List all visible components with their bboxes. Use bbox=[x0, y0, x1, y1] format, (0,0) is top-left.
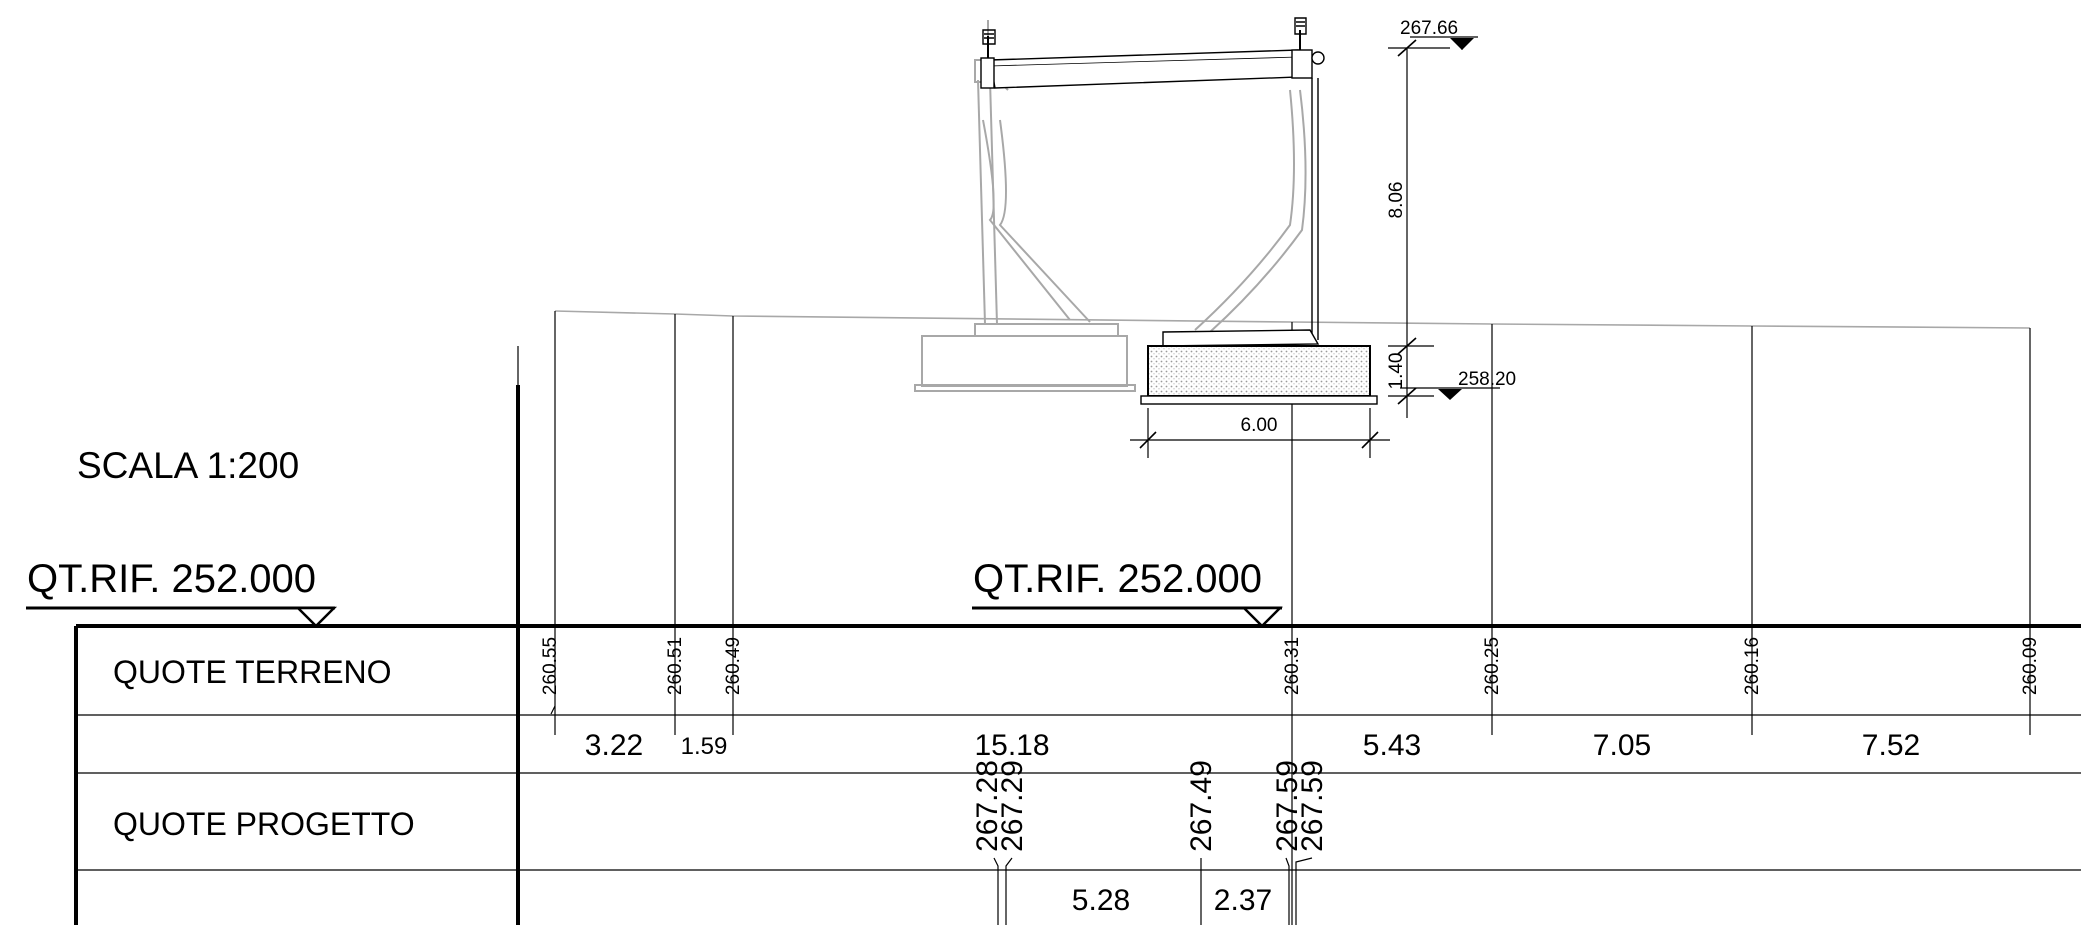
terrain-elevation: 260.16 bbox=[1742, 637, 1763, 695]
top-elevation-label: 267.66 bbox=[1400, 18, 1458, 39]
terrain-elevation: 260.51 bbox=[665, 637, 686, 695]
terrain-distance: 7.05 bbox=[1593, 729, 1651, 762]
terrain-distances: 3.22 1.59 15.18 5.43 7.05 7.52 bbox=[585, 729, 1920, 762]
base-elevation-marker: 258.20 bbox=[1400, 369, 1516, 400]
foundation-width-label: 6.00 bbox=[1241, 415, 1278, 436]
terrain-distance: 5.43 bbox=[1363, 729, 1421, 762]
terrain-distance: 7.52 bbox=[1862, 729, 1920, 762]
terrain-elevation: 260.49 bbox=[723, 637, 744, 695]
gantry-structure-background bbox=[914, 20, 1136, 392]
project-distance: 2.37 bbox=[1214, 884, 1272, 917]
terrain-distance: 3.22 bbox=[585, 729, 643, 762]
project-ticks bbox=[993, 857, 1313, 925]
project-elevation: 267.59 bbox=[1271, 760, 1304, 852]
row-label-progetto: QUOTE PROGETTO bbox=[113, 806, 415, 842]
row-label-terreno: QUOTE TERRENO bbox=[113, 654, 392, 690]
base-elevation-label: 258.20 bbox=[1458, 369, 1516, 390]
terrain-elevation: 260.09 bbox=[2020, 637, 2041, 695]
terrain-distance: 15.18 bbox=[974, 729, 1049, 762]
profile-table bbox=[74, 624, 2081, 925]
foundation-depth-label: 1.40 bbox=[1386, 353, 1407, 390]
foundation-block bbox=[1147, 345, 1371, 397]
projection-lines bbox=[554, 311, 2031, 925]
reference-label-left: QT.RIF. 252.000 bbox=[27, 557, 316, 601]
project-elevation: 267.29 bbox=[996, 760, 1029, 852]
scale-label: SCALA 1:200 bbox=[77, 445, 299, 486]
gantry-structure-front bbox=[980, 17, 1378, 405]
project-elevation: 267.59 bbox=[1296, 760, 1329, 852]
project-elevations: 267.28 267.29 267.49 267.59 267.59 bbox=[971, 760, 1329, 852]
project-distances: 5.28 2.37 bbox=[1072, 884, 1272, 917]
dimension-height: 8.06 1.40 bbox=[1386, 39, 1450, 418]
project-elevation: 267.49 bbox=[1185, 760, 1218, 852]
terrain-elevation: 260.25 bbox=[1482, 637, 1503, 695]
top-elevation-marker: 267.66 bbox=[1400, 18, 1478, 50]
project-distance: 5.28 bbox=[1072, 884, 1130, 917]
reference-label-center: QT.RIF. 252.000 bbox=[973, 557, 1262, 601]
project-elevation: 267.28 bbox=[971, 760, 1004, 852]
terrain-elevations: 260.55 260.51 260.49 260.31 260.25 260.1… bbox=[540, 637, 2041, 695]
terrain-elevation: 260.55 bbox=[540, 637, 561, 695]
dimension-width: 6.00 bbox=[1130, 408, 1390, 458]
height-dimension-label: 8.06 bbox=[1386, 182, 1407, 219]
terrain-elevation: 260.31 bbox=[1282, 637, 1303, 695]
terrain-distance: 1.59 bbox=[681, 733, 728, 760]
